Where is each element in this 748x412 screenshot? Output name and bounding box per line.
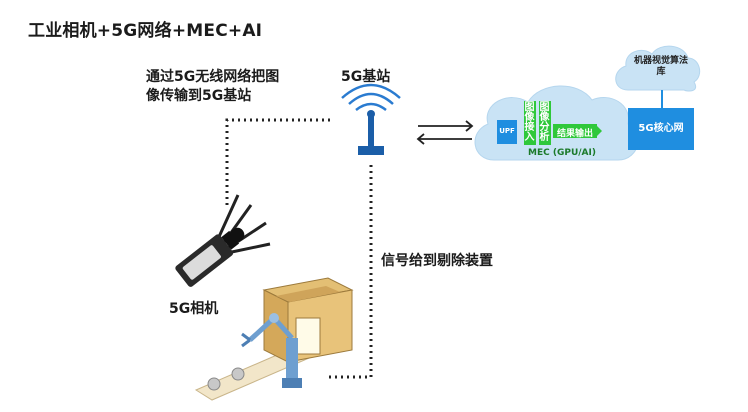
core-network-box xyxy=(628,108,694,150)
mec-label: MEC (GPU/AI) xyxy=(528,148,596,158)
image-access-label: 图像接入 xyxy=(524,102,535,143)
transmit-note: 通过5G无线网络把图像传输到5G基站 xyxy=(146,69,280,104)
bidirectional-arrows xyxy=(416,120,474,145)
algorithm-library-label: 机器视觉算法库 xyxy=(633,56,688,77)
result-output-box xyxy=(553,124,597,138)
upf-label: UPF xyxy=(499,127,515,135)
image-access-box xyxy=(524,101,536,145)
camera-label: 5G相机 xyxy=(169,301,219,317)
base-station-label: 5G基站 xyxy=(341,69,391,85)
sorting-machine-icon xyxy=(194,277,354,401)
image-analysis-label: 图像分析 xyxy=(539,102,550,143)
result-output-arrow xyxy=(597,126,602,136)
station-to-sorter-dotted-line xyxy=(326,165,373,379)
algorithm-cloud xyxy=(615,45,701,92)
base-station-tower-icon xyxy=(341,83,401,155)
core-network-label: 5G核心网 xyxy=(638,123,684,134)
upf-box xyxy=(497,120,517,144)
image-analysis-box xyxy=(539,101,551,145)
camera-icon xyxy=(175,194,271,287)
camera-to-station-dotted-line xyxy=(225,118,333,205)
page-title: 工业相机+5G网络+MEC+AI xyxy=(28,21,263,41)
signal-note: 信号给到剔除装置 xyxy=(381,253,493,269)
result-output-label: 结果输出 xyxy=(556,129,593,139)
